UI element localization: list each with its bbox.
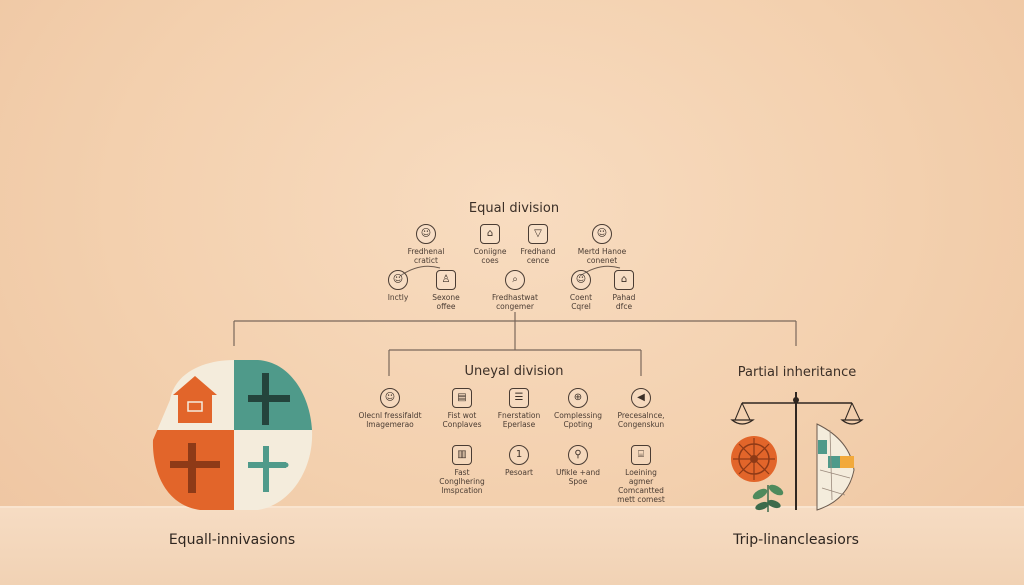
plus-icon-cream — [263, 446, 269, 492]
caption-right: Trip-linancleasiors — [733, 532, 859, 548]
house-icon — [173, 376, 217, 395]
title-partial-inheritance: Partial inheritance — [737, 365, 857, 380]
person-icon: ♙ — [436, 270, 456, 290]
equal-node: ☺ Mertd Hanoe conenet — [552, 224, 652, 265]
equal-node: ⌕ Fredhastwat congemer — [465, 270, 565, 311]
equal-node: ☺ Fredhenal cratict — [376, 224, 476, 265]
number-one-icon: 1 — [509, 445, 529, 465]
unequal-node: ⚲ Ufikle +and Spoe — [528, 445, 628, 486]
unequal-node: ▥ Fast Conglhering lmspcation — [412, 445, 512, 495]
search-icon: ⌕ — [505, 270, 525, 290]
unequal-node: ▤ Fist wot Conplaves — [412, 388, 512, 429]
equal-node: ♙ Sexone offee — [396, 270, 496, 311]
quadrant-blob-illustration — [152, 360, 313, 510]
equal-node: ☺ Inctly — [348, 270, 448, 302]
person-icon: ☺ — [571, 270, 591, 290]
unequal-node: ☰ Fnerstation Eperlase — [469, 388, 569, 429]
bag-icon: ⌸ — [631, 445, 651, 465]
person-icon: ☺ — [416, 224, 436, 244]
scale-illustration — [730, 392, 864, 512]
unequal-node: ◀ Precesalnce, Congenskun — [591, 388, 691, 429]
title-equal-division: Equal division — [468, 201, 560, 216]
person-icon: ☺ — [380, 388, 400, 408]
title-unequal-division: Uneyal division — [464, 364, 564, 379]
unequal-node: 1 Pesoart — [469, 445, 569, 477]
equal-node: ▽ Fredhand cence — [488, 224, 588, 265]
floor — [0, 508, 1024, 585]
chart-icon: ▥ — [452, 445, 472, 465]
equal-node: ⌂ Pahad dfce — [574, 270, 674, 311]
globe-icon: ⊕ — [568, 388, 588, 408]
equal-node: ☺ Coent Cqrel — [531, 270, 631, 311]
pin-icon: ⚲ — [568, 445, 588, 465]
speaker-icon: ◀ — [631, 388, 651, 408]
equal-node: ⌂ Coniigne coes — [440, 224, 540, 265]
person-icon: ☺ — [388, 270, 408, 290]
person-icon: ☺ — [592, 224, 612, 244]
unequal-node: ⊕ Complessing Cpoting — [528, 388, 628, 429]
shield-icon: ▽ — [528, 224, 548, 244]
unequal-node: ☺ Olecnl fressifaldt lmagemerao — [340, 388, 440, 429]
list-icon: ☰ — [509, 388, 529, 408]
unequal-node: ⌸ Loeining agmer Comcantted mett comest — [591, 445, 691, 504]
floor-edge — [0, 506, 1024, 508]
building-icon: ⌂ — [480, 224, 500, 244]
caption-left: Equall-innivasions — [168, 532, 296, 548]
building-icon: ⌂ — [614, 270, 634, 290]
document-icon: ▤ — [452, 388, 472, 408]
